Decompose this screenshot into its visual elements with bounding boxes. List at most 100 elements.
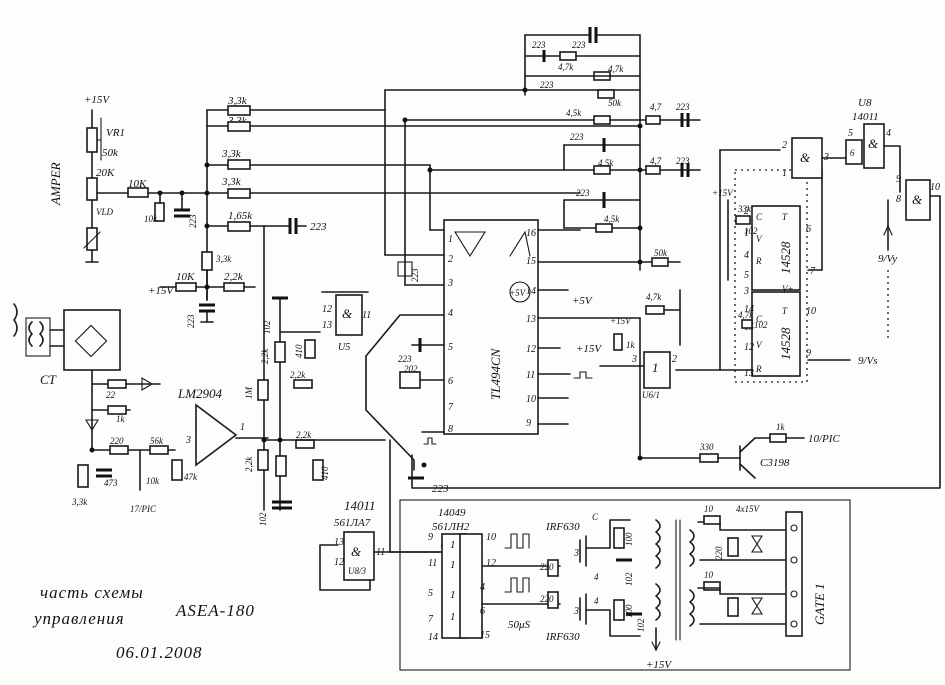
svg-text:10k: 10k xyxy=(146,476,160,486)
svg-text:14: 14 xyxy=(744,304,754,315)
svg-text:10: 10 xyxy=(704,504,714,514)
svg-text:330: 330 xyxy=(699,442,714,452)
svg-text:223: 223 xyxy=(676,156,690,166)
svg-text:22: 22 xyxy=(106,390,116,400)
svg-text:3,3k: 3,3k xyxy=(221,176,242,188)
svg-text:4x15V: 4x15V xyxy=(736,504,760,514)
svg-text:4: 4 xyxy=(744,250,749,261)
svg-text:47k: 47k xyxy=(184,472,198,482)
svg-text:CT: CT xyxy=(40,372,57,387)
svg-text:5: 5 xyxy=(448,342,453,353)
svg-text:C: C xyxy=(592,512,599,522)
c3198-transistor: 330 C3198 1k 10/PIC xyxy=(637,317,840,479)
svg-text:GATE 1: GATE 1 xyxy=(812,583,827,625)
u8-gate-chain: & 2 1 3 U8 14011 6 5 & 4 & 9 8 10 9/Vy xyxy=(411,97,941,489)
svg-text:102: 102 xyxy=(624,572,634,586)
svg-text:3: 3 xyxy=(573,606,579,617)
svg-text:9/Vs: 9/Vs xyxy=(858,355,878,367)
svg-text:102: 102 xyxy=(754,320,768,330)
svg-text:1,65k: 1,65k xyxy=(228,210,253,222)
gate1-connector xyxy=(785,511,803,637)
svg-text:4: 4 xyxy=(886,128,891,139)
svg-text:2: 2 xyxy=(744,206,749,217)
svg-text:202: 202 xyxy=(404,364,418,374)
svg-text:4: 4 xyxy=(594,596,599,606)
svg-text:1M: 1M xyxy=(244,387,254,400)
svg-text:R: R xyxy=(755,364,762,374)
svg-text:223: 223 xyxy=(310,221,327,233)
svg-text:&: & xyxy=(800,150,811,165)
svg-text:4,5k: 4,5k xyxy=(604,214,620,224)
resistor-ladder: 3,3k 3,3k 3,3k 3,3k 1,65k 223 3,3k +15V … xyxy=(148,95,641,328)
svg-text:14: 14 xyxy=(428,632,438,643)
svg-text:9: 9 xyxy=(526,418,531,429)
svg-text:7: 7 xyxy=(428,614,434,625)
u6-1-inverter: 4,7k +15V 1k 1 3 2 U6/1 xyxy=(599,149,721,400)
vr1-label: VR1 xyxy=(106,127,125,139)
svg-text:14528: 14528 xyxy=(778,241,793,274)
svg-text:1: 1 xyxy=(240,422,245,433)
svg-text:&: & xyxy=(912,192,923,207)
svg-text:33k: 33k xyxy=(737,204,752,214)
svg-text:IRF630: IRF630 xyxy=(545,631,580,643)
svg-text:3: 3 xyxy=(573,548,579,559)
svg-text:3: 3 xyxy=(185,435,191,446)
svg-text:5: 5 xyxy=(744,270,749,281)
svg-text:&: & xyxy=(351,544,362,559)
svg-text:V: V xyxy=(756,340,763,350)
svg-text:V: V xyxy=(756,234,763,244)
svg-text:13: 13 xyxy=(334,537,344,548)
svg-text:U8: U8 xyxy=(858,97,872,109)
svg-text:+15V: +15V xyxy=(148,285,174,297)
svg-text:4: 4 xyxy=(480,582,485,593)
svg-text:10k: 10k xyxy=(144,214,158,224)
svg-text:1: 1 xyxy=(450,559,456,571)
vld-element xyxy=(86,227,98,251)
svg-text:TL494CN: TL494CN xyxy=(488,347,503,400)
current-transformer: CT 22 1k 3,3k 220 473 56k 10k 17/PIC 47k xyxy=(13,303,198,514)
svg-text:3,3k: 3,3k xyxy=(227,95,248,107)
svg-text:2: 2 xyxy=(448,254,453,265)
svg-text:+15V: +15V xyxy=(610,316,632,326)
svg-text:50k: 50k xyxy=(608,98,622,108)
svg-text:1: 1 xyxy=(450,589,456,601)
svg-text:12: 12 xyxy=(486,558,496,569)
svg-text:6: 6 xyxy=(448,376,453,387)
svg-text:220: 220 xyxy=(540,562,554,572)
svg-text:16: 16 xyxy=(526,228,536,239)
svg-text:3,3k: 3,3k xyxy=(221,148,242,160)
svg-text:56k: 56k xyxy=(150,436,164,446)
svg-text:4: 4 xyxy=(594,572,599,582)
svg-text:223: 223 xyxy=(532,40,546,50)
svg-text:223: 223 xyxy=(570,132,584,142)
svg-text:100: 100 xyxy=(624,532,634,546)
svg-text:5: 5 xyxy=(848,128,853,139)
svg-text:14: 14 xyxy=(526,286,536,297)
svg-text:12: 12 xyxy=(334,557,344,568)
svg-text:14049: 14049 xyxy=(438,507,466,519)
svg-text:2,2k: 2,2k xyxy=(224,271,244,283)
svg-text:15: 15 xyxy=(526,256,536,267)
svg-text:223: 223 xyxy=(410,268,420,282)
svg-text:102: 102 xyxy=(258,512,268,526)
u5-nand-gate: & 12 13 11 U5 xyxy=(321,291,371,353)
svg-text:5: 5 xyxy=(428,588,433,599)
svg-text:2,2k: 2,2k xyxy=(244,456,254,472)
svg-text:13: 13 xyxy=(526,314,536,325)
svg-text:220: 220 xyxy=(110,436,124,446)
svg-text:223: 223 xyxy=(576,188,590,198)
svg-text:100: 100 xyxy=(624,604,634,618)
title-line-2: управления xyxy=(32,609,125,628)
svg-text:50μS: 50μS xyxy=(508,619,531,631)
svg-text:9/Vy: 9/Vy xyxy=(878,253,897,265)
svg-text:3: 3 xyxy=(631,354,637,365)
svg-text:9: 9 xyxy=(428,532,433,543)
amper-input-section: AMPER +15V VR1 50k 20K VLD 10K 10k 223 xyxy=(48,94,208,263)
svg-text:&: & xyxy=(342,306,353,321)
svg-text:10K: 10K xyxy=(176,271,195,283)
svg-text:1: 1 xyxy=(450,539,456,551)
svg-text:T: T xyxy=(782,306,788,316)
svg-text:C: C xyxy=(756,314,763,324)
svg-text:7: 7 xyxy=(810,266,816,277)
ic-14011-lower: 14011 561ЛА7 & 13 12 11 U8/3 xyxy=(319,498,441,591)
